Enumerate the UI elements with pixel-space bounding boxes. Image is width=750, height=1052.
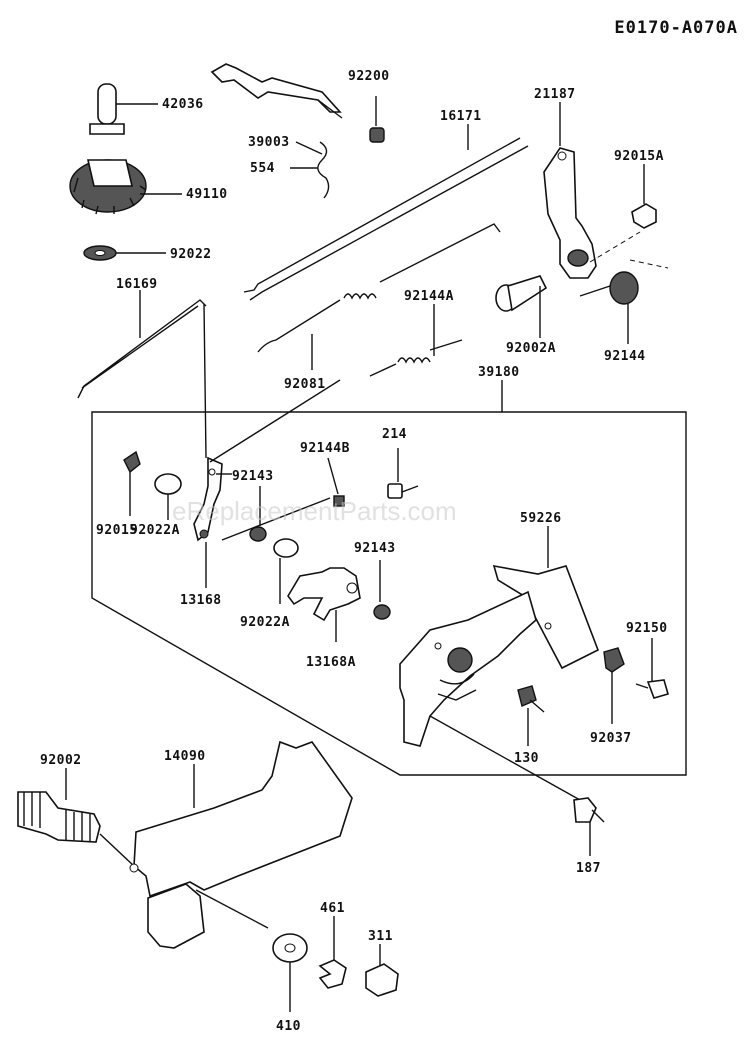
label-92150: 92150 [626, 621, 668, 636]
nut-311 [365, 963, 399, 997]
lever-21187 [543, 147, 597, 279]
governor-shaft [89, 83, 125, 135]
label-554: 554 [250, 161, 275, 176]
dash-92015A [589, 231, 641, 263]
label-59226: 59226 [520, 511, 562, 526]
washer-92022A-left [154, 473, 182, 495]
washer-hole [94, 250, 106, 256]
label-39003: 39003 [248, 135, 290, 150]
washer-92143-left [249, 526, 267, 542]
spring-rod-92144A [369, 339, 463, 377]
label-410: 410 [276, 1019, 301, 1034]
link-line [209, 379, 341, 463]
label-461: 461 [320, 901, 345, 916]
leader-plate [99, 833, 135, 867]
spring-92144A-coil [397, 357, 431, 364]
label-130: 130 [514, 751, 539, 766]
washer-410-hole [284, 943, 296, 953]
label-92022A-right: 92022A [240, 615, 290, 630]
bolt-130 [517, 685, 545, 713]
dash-92144 [629, 259, 669, 269]
label-92143-left: 92143 [232, 469, 274, 484]
bracket-59226 [399, 564, 600, 747]
leader-187 [429, 715, 581, 801]
label-92002A: 92002A [506, 341, 556, 356]
spring-554 [317, 141, 330, 199]
diagram-code: E0170-A070A [614, 18, 738, 38]
screw-214 [387, 483, 419, 499]
label-39180: 39180 [478, 365, 520, 380]
label-92144B: 92144B [300, 441, 350, 456]
label-92002: 92002 [40, 753, 82, 768]
knob-92144 [579, 271, 639, 305]
spring-rod-92081 [257, 223, 501, 353]
screw-92150 [635, 679, 669, 699]
label-21187: 21187 [534, 87, 576, 102]
label-42036: 42036 [162, 97, 204, 112]
label-16171: 16171 [440, 109, 482, 124]
lever-39003 [210, 63, 343, 119]
leader-shaft [221, 497, 331, 541]
rod-16171 [243, 137, 529, 301]
nut-92015A [631, 203, 657, 229]
clip-92200 [369, 127, 385, 143]
label-13168: 13168 [180, 593, 222, 608]
plate-14090 [129, 740, 353, 949]
bolt-92002A [495, 275, 548, 312]
washer-92022A-right [273, 538, 299, 558]
label-214: 214 [382, 427, 407, 442]
arm-13168 [193, 303, 223, 542]
arm-13168A [287, 567, 361, 622]
label-13168A: 13168A [306, 655, 356, 670]
label-92144: 92144 [604, 349, 646, 364]
label-92037: 92037 [590, 731, 632, 746]
label-92015: 92015 [96, 523, 138, 538]
bolt-187 [573, 797, 605, 823]
label-187: 187 [576, 861, 601, 876]
stud-bolt-92002 [17, 791, 101, 843]
governor-gear [69, 159, 147, 215]
rod-16169 [77, 299, 207, 399]
label-92022A-left: 92022A [130, 523, 180, 538]
spring-92144B [333, 495, 345, 507]
label-16169: 16169 [116, 277, 158, 292]
label-49110: 49110 [186, 187, 228, 202]
leader-lines [65, 96, 653, 1012]
label-92143-right: 92143 [354, 541, 396, 556]
assembly-boundary [91, 411, 687, 776]
label-92022: 92022 [170, 247, 212, 262]
label-92015A: 92015A [614, 149, 664, 164]
watermark: eReplacementParts.com [172, 496, 457, 526]
label-92144A: 92144A [404, 289, 454, 304]
nut-92015 [123, 450, 141, 474]
clip-461 [318, 959, 347, 989]
label-311: 311 [368, 929, 393, 944]
label-92081: 92081 [284, 377, 326, 392]
washer-92143-right [373, 604, 391, 620]
spring-92081-coil [343, 293, 377, 300]
label-14090: 14090 [164, 749, 206, 764]
clip-92037 [603, 647, 625, 673]
label-92200: 92200 [348, 69, 390, 84]
